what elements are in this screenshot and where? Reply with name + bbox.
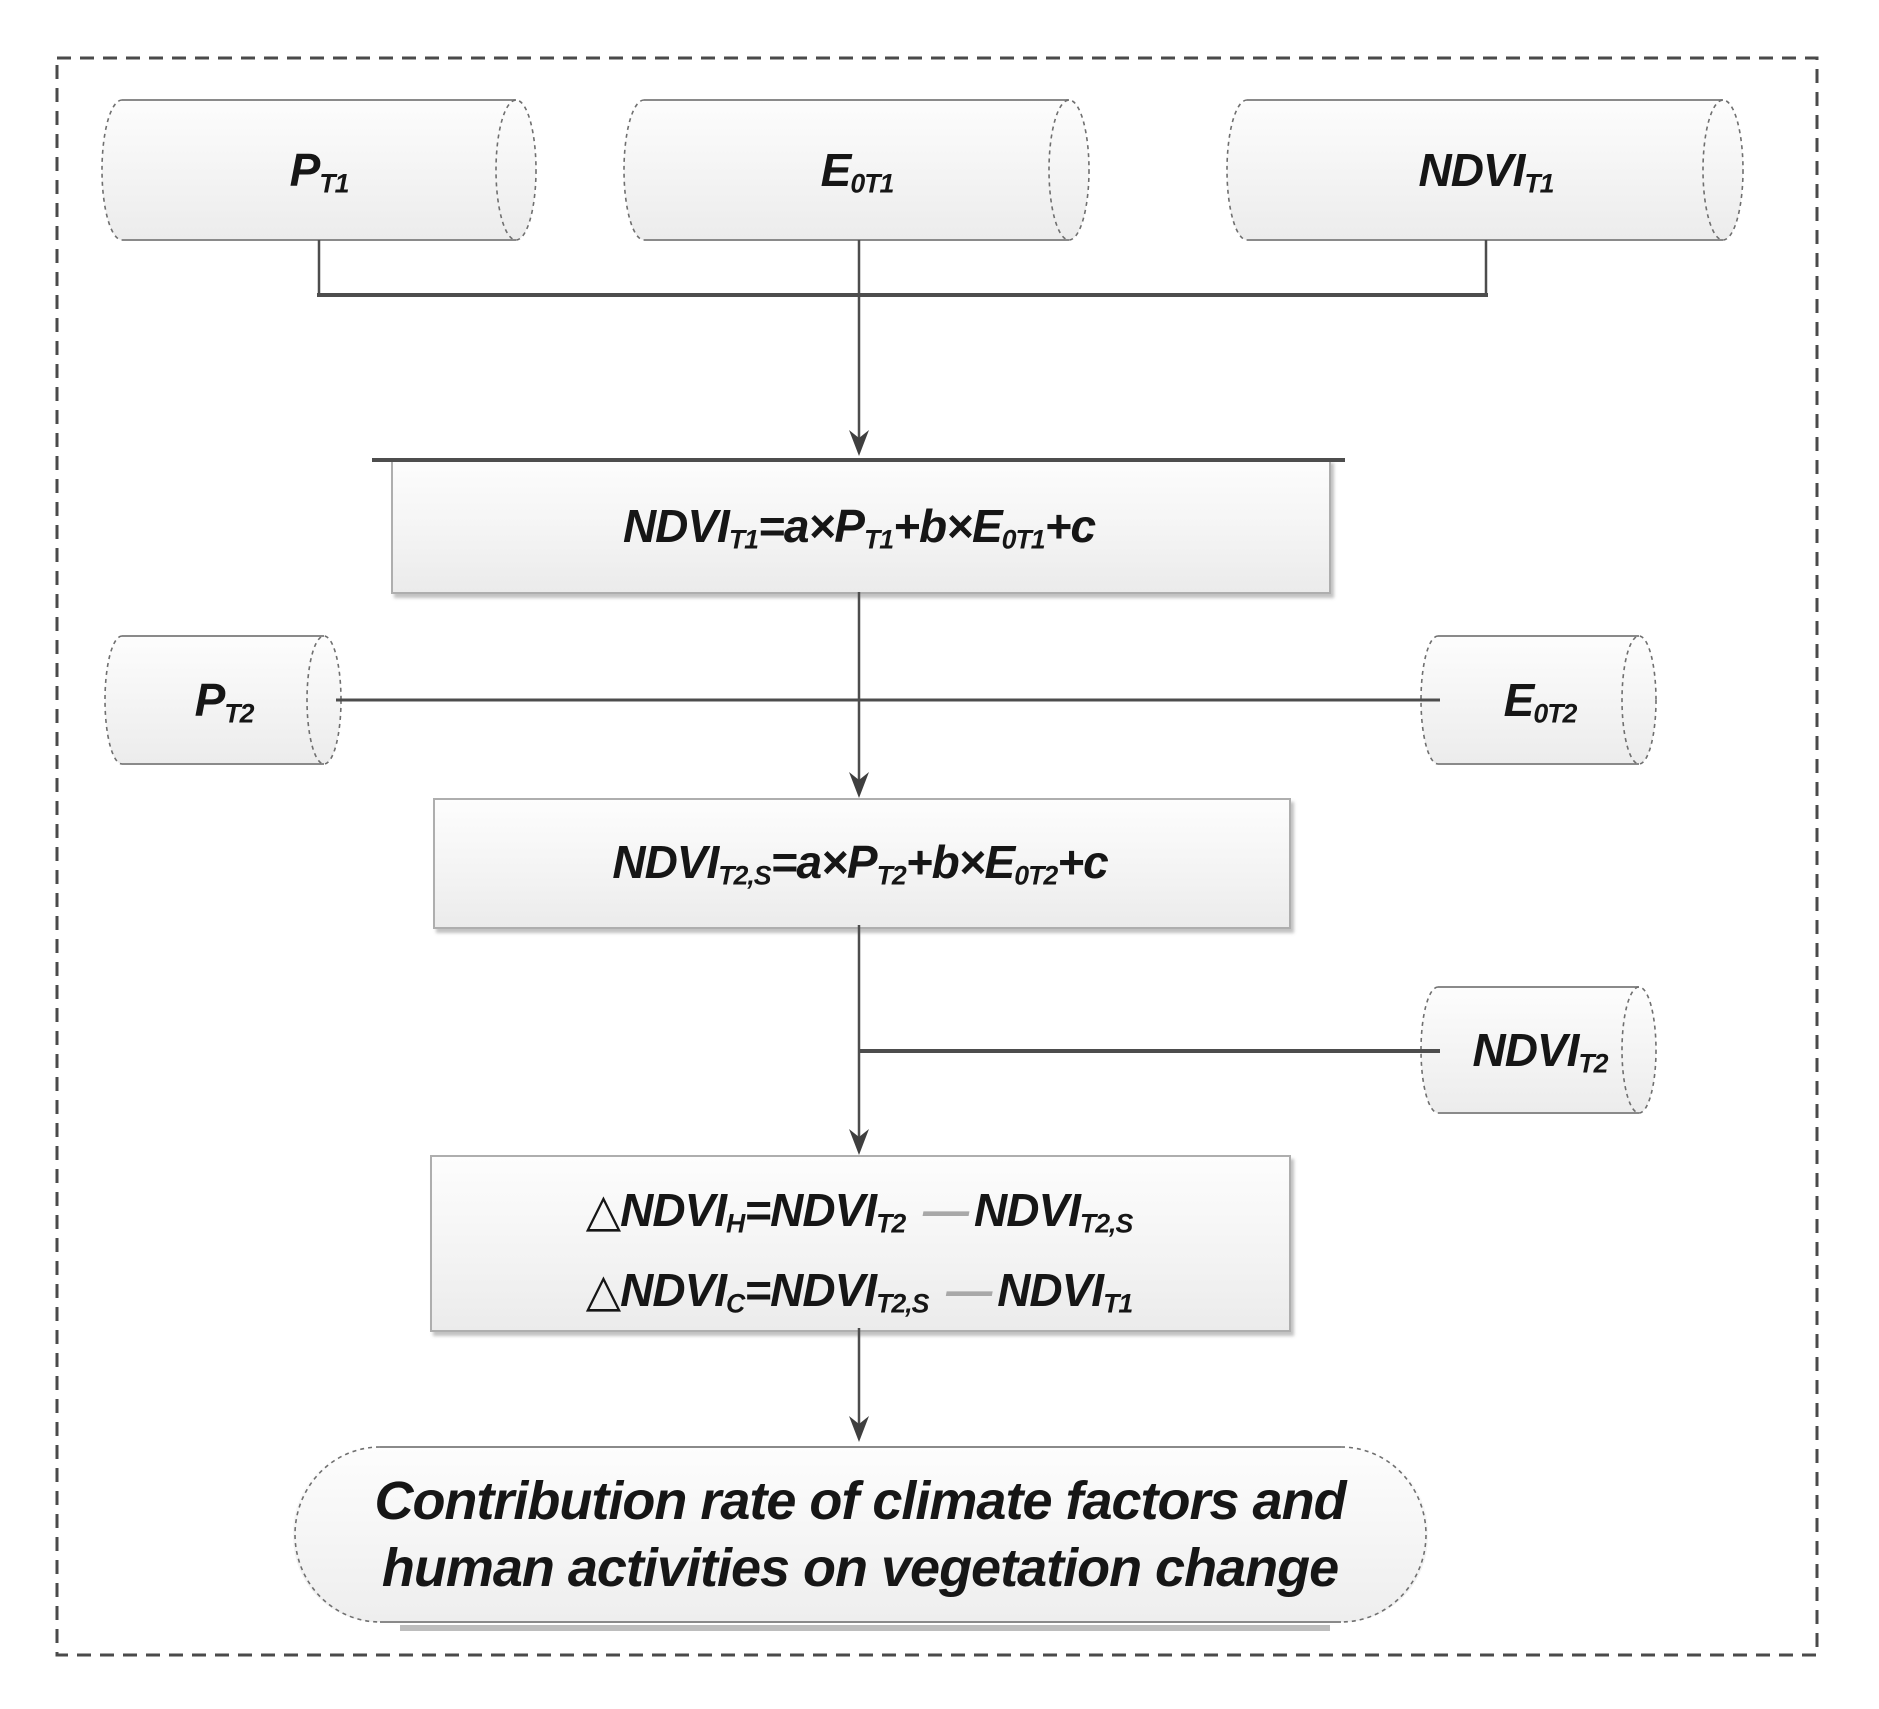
formula-delta-c: △NDVIC=NDVIT2,S —NDVIT1: [585, 1264, 1133, 1319]
cylinder-label-ndvi-t2: NDVIT2: [1472, 1024, 1608, 1079]
cylinder-label-ndvi-t1: NDVIT1: [1418, 144, 1554, 199]
arrowhead-box1: [849, 430, 869, 456]
arrowhead-box3: [849, 1129, 869, 1155]
formula-regression-t2: NDVIT2,S=a×PT2+b×E0T2+c: [612, 836, 1108, 891]
cylinder-label-p-t1: PT1: [289, 144, 350, 199]
cylinder-label-p-t2: PT2: [194, 674, 255, 729]
cylinder-label-e0-t1: E0T1: [820, 144, 895, 199]
terminal-label: Contribution rate of climate factors and…: [374, 1468, 1346, 1602]
formula-delta-h: △NDVIH=NDVIT2 —NDVIT2,S: [585, 1184, 1133, 1239]
formula-regression-t1: NDVIT1=a×PT1+b×E0T1+c: [622, 500, 1096, 555]
arrowhead-box2: [849, 772, 869, 798]
terminal-label-line2: human activities on vegetation change: [381, 1538, 1339, 1598]
cylinder-label-e0-t2: E0T2: [1503, 674, 1578, 729]
terminal-label-line1: Contribution rate of climate factors and: [374, 1471, 1346, 1531]
arrowhead-terminal: [849, 1416, 869, 1442]
